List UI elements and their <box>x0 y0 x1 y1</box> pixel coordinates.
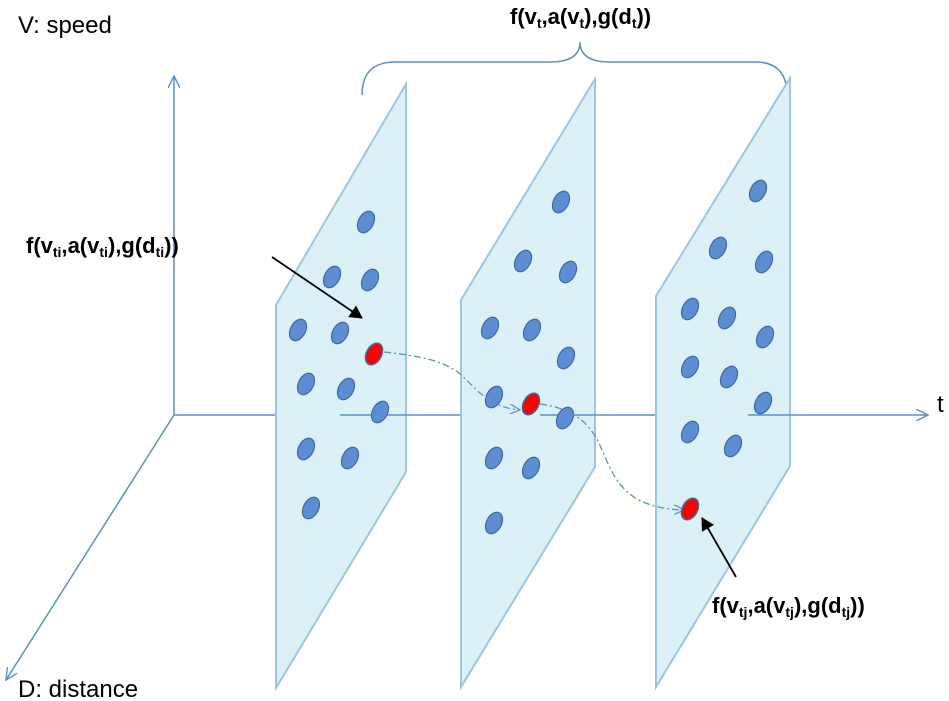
plane-2-point <box>484 385 504 409</box>
plane-3-point <box>680 297 700 321</box>
plane-3-highlight-point <box>680 497 700 521</box>
plane-1-point <box>330 321 350 345</box>
plane-3-point <box>754 250 774 274</box>
distance-axis <box>6 414 175 680</box>
distance-axis-label: D: distance <box>18 676 138 701</box>
plane-2-point <box>558 260 578 284</box>
plane-1-point <box>322 265 342 289</box>
time-axis-label: t <box>937 391 944 418</box>
plane-1-point <box>356 210 376 234</box>
group-bracket <box>361 41 788 96</box>
plane-3-point <box>755 325 775 349</box>
plane-1-point <box>288 318 308 342</box>
plane-3-point <box>680 420 700 444</box>
plane-2-point <box>551 190 571 214</box>
plane-2-highlight-point <box>521 392 541 416</box>
left-callout-arrow <box>271 256 363 319</box>
plane-1-point <box>296 372 316 396</box>
trajectory-segment-2 <box>539 403 684 510</box>
plane-3-point <box>719 365 739 389</box>
plane-2-point <box>484 446 504 470</box>
plane-1-point <box>340 446 360 470</box>
plane-3-point <box>717 306 737 330</box>
plane-1-point <box>360 268 380 292</box>
plane-2-point <box>521 456 541 480</box>
plane-2-point <box>480 316 500 340</box>
plane-3-point <box>723 434 743 458</box>
plane-2-point <box>522 318 542 342</box>
plane-1-point <box>336 377 356 401</box>
plane-3 <box>655 74 928 691</box>
plane-2 <box>460 75 656 691</box>
plane-1-highlight-point <box>364 342 384 366</box>
group-formula: f(vt,a(vt),g(dt)) <box>510 4 651 31</box>
plane-2-point <box>484 511 504 535</box>
right-point-formula: f(vtj,a(vtj),g(dtj)) <box>712 593 865 620</box>
plane-1-point <box>296 437 316 461</box>
plane-3-point <box>753 391 773 415</box>
plane-1 <box>275 80 462 692</box>
plane-2-surface <box>460 75 596 691</box>
plane-1-point <box>370 400 390 424</box>
plane-3-point <box>708 236 728 260</box>
plane-3-point <box>748 179 768 203</box>
plane-2-point <box>513 249 533 273</box>
plane-3-point <box>680 355 700 379</box>
plane-1-point <box>301 496 321 520</box>
right-callout-arrow <box>701 517 737 578</box>
trajectory-segment-1 <box>383 351 520 410</box>
speed-axis-label: V: speed <box>18 12 112 39</box>
plane-2-point <box>556 346 576 370</box>
left-point-formula: f(vti,a(vti),g(dti)) <box>26 233 179 260</box>
